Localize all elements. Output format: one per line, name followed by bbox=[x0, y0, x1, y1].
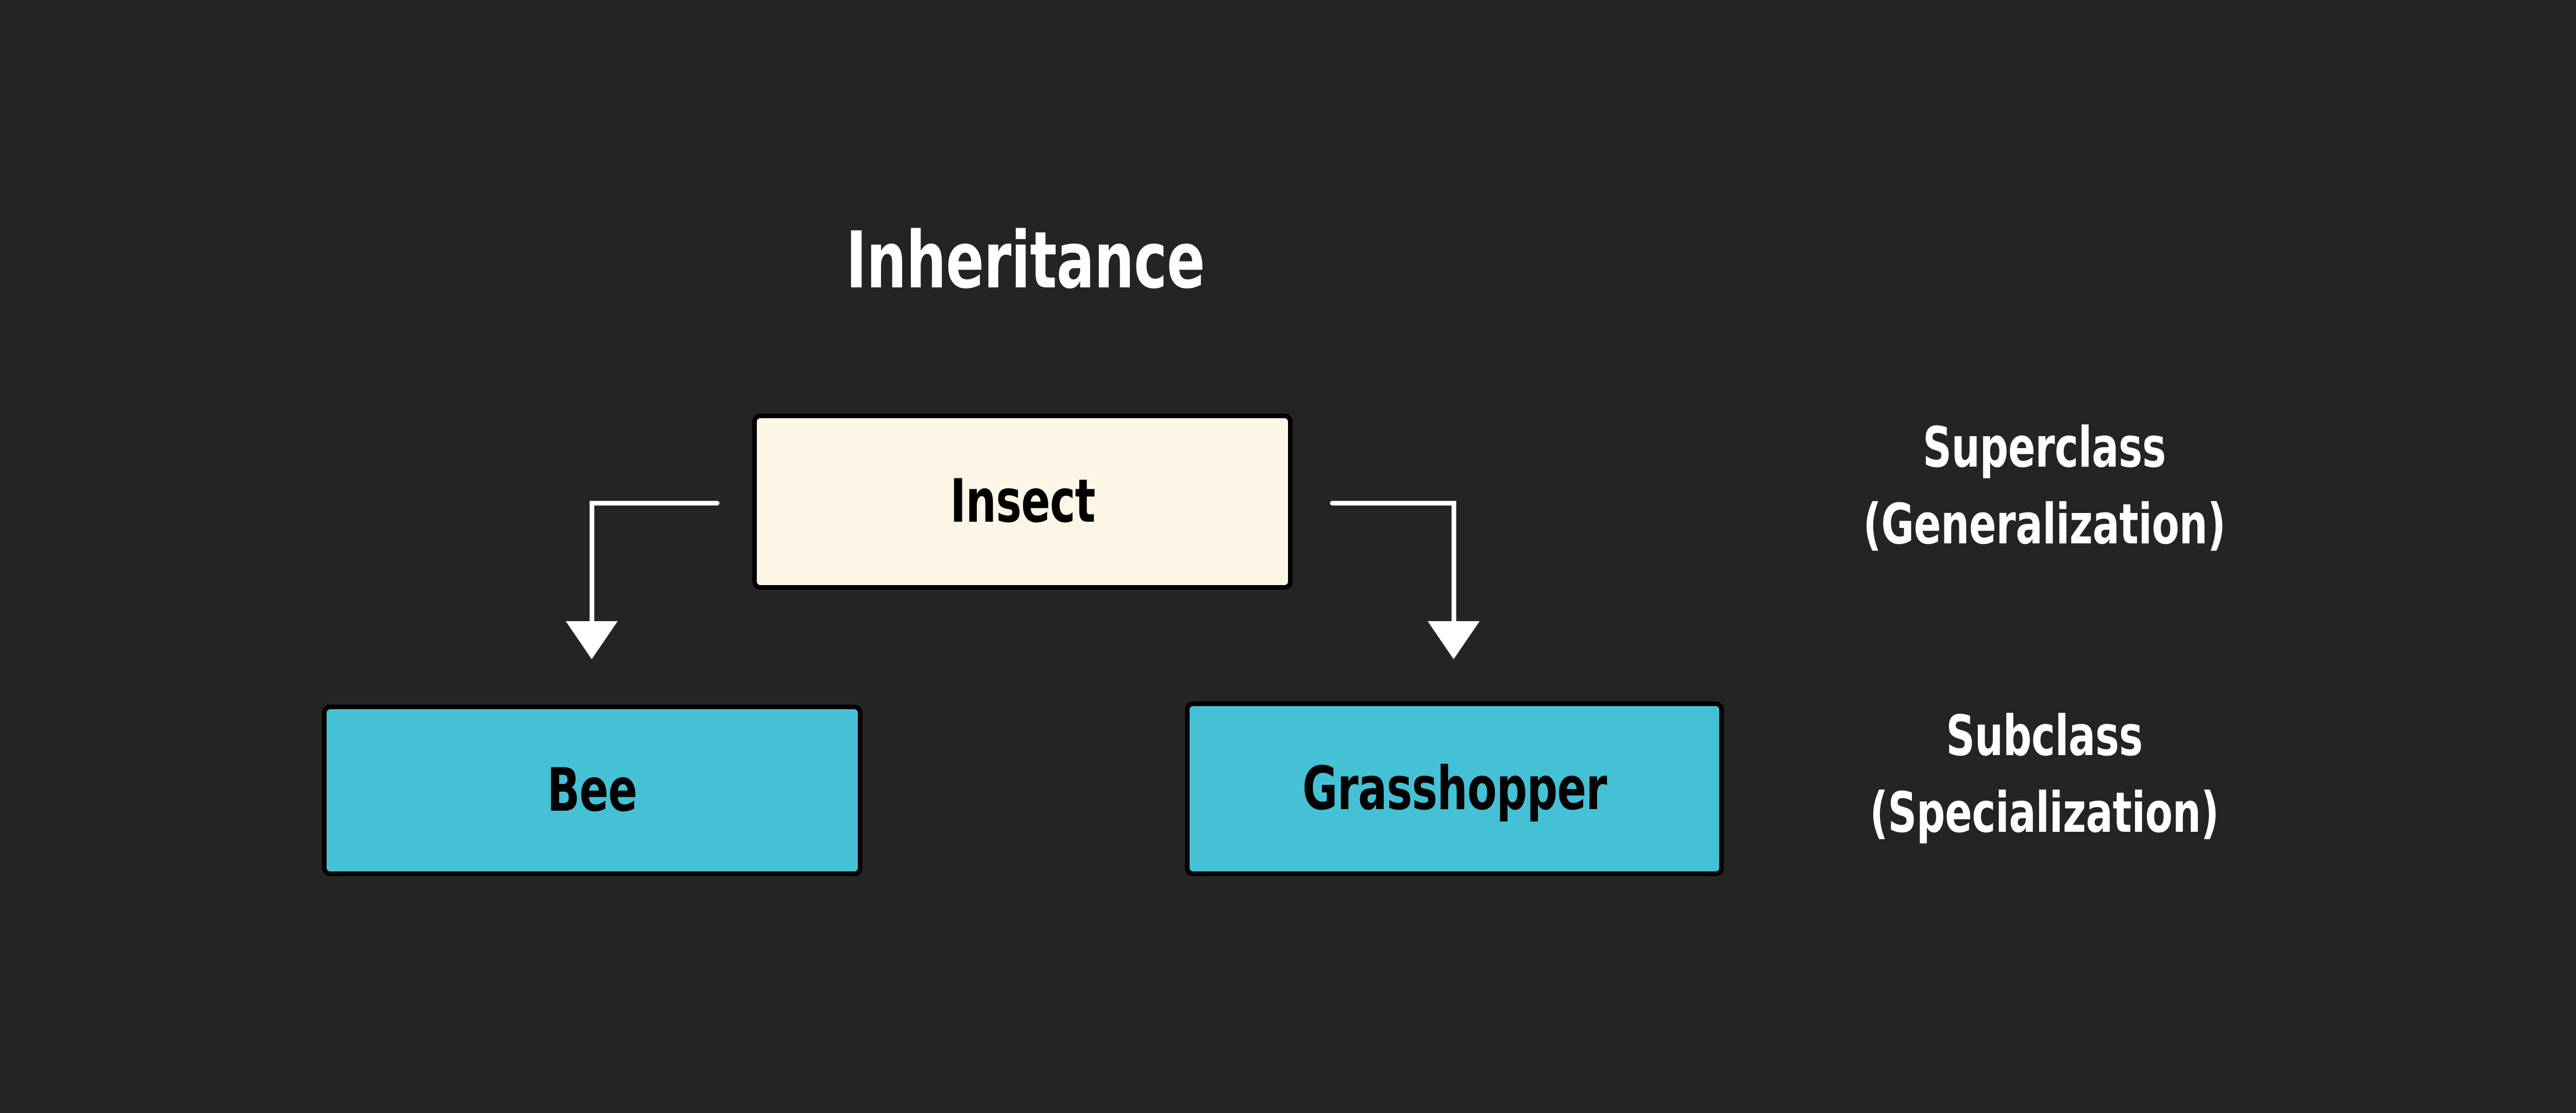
annotation-superclass: Superclass (Generalization) bbox=[1735, 409, 2353, 563]
edge-insect-to-grasshopper bbox=[1330, 501, 1480, 659]
class-box-insect[interactable]: Insect bbox=[752, 414, 1293, 590]
class-box-grasshopper[interactable]: Grasshopper bbox=[1185, 701, 1724, 876]
class-box-label: Bee bbox=[547, 755, 637, 825]
annotation-superclass-line2: (Generalization) bbox=[1863, 492, 2226, 557]
class-box-label: Grasshopper bbox=[1302, 754, 1607, 824]
page-title: Inheritance bbox=[845, 215, 1205, 306]
class-box-bee[interactable]: Bee bbox=[322, 705, 862, 876]
class-box-label: Insect bbox=[950, 467, 1095, 536]
annotation-subclass-line2: (Specialization) bbox=[1870, 781, 2219, 846]
annotation-subclass: Subclass (Specialization) bbox=[1735, 698, 2353, 851]
annotation-superclass-line1: Superclass bbox=[1923, 416, 2166, 480]
edge-insect-to-bee bbox=[566, 501, 720, 659]
annotation-subclass-line1: Subclass bbox=[1946, 704, 2143, 768]
